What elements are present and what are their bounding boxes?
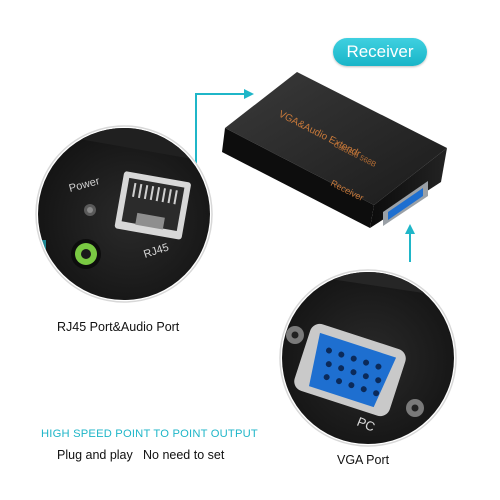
audio-port [71,239,101,269]
highlight-caption: HIGH SPEED POINT TO POINT OUTPUT [41,428,258,440]
plug-and-play-caption: Plug and play [57,448,133,462]
receiver-device: VGA&Audio Extendr Cat5E/6 568B Receiver [222,72,447,228]
receiver-badge: Receiver [333,38,427,66]
vga-closeup: PC [279,269,457,447]
vga-connector-insert [388,188,423,220]
vga-port [294,323,406,417]
no-setup-caption: No need to set [143,448,225,462]
rj45-closeup: Power RJ45 [35,125,213,303]
vga-caption: VGA Port [337,453,390,467]
rj45-audio-caption: RJ45 Port&Audio Port [57,320,180,334]
rj45-port [114,171,191,240]
pc-label: PC [355,414,377,435]
